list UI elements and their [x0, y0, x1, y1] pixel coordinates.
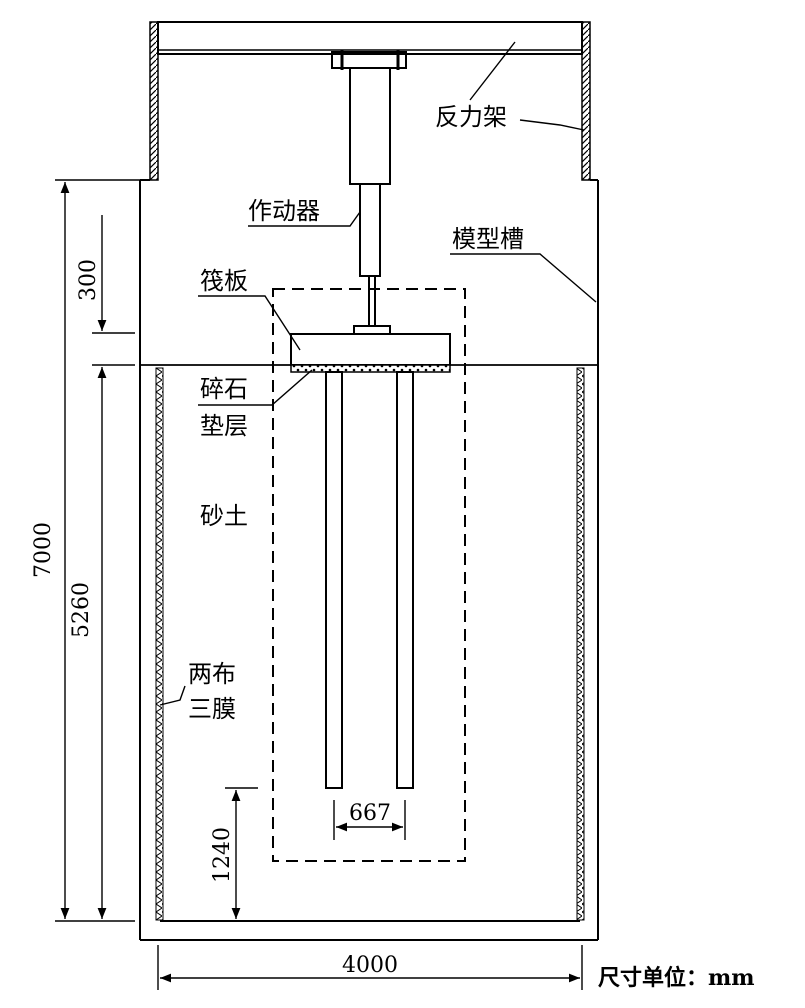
raft-plate-label: 筏板 [200, 267, 248, 295]
leader-lines [159, 41, 597, 706]
tank-width-value: 4000 [342, 953, 398, 978]
gravel-cushion-label-1: 碎石 [200, 375, 248, 403]
geomembrane-label-2: 三膜 [188, 695, 236, 723]
soil-depth-value: 5260 [69, 582, 94, 638]
pile-right [396, 371, 414, 789]
geomembrane-label-1: 两布 [188, 660, 236, 688]
pile-left [325, 371, 343, 789]
geomembrane-lining [155, 367, 585, 921]
unit-note: 尺寸单位：mm [598, 965, 755, 991]
top-gap-value: 300 [76, 259, 101, 301]
raft-plate [290, 333, 451, 366]
width-dimension [157, 945, 583, 990]
pile-spacing-dimension [333, 800, 406, 840]
model-tank-label: 模型槽 [452, 225, 524, 253]
dashed-observation-zone [272, 288, 466, 862]
total-height-value: 7000 [31, 522, 56, 578]
actuator-label: 作动器 [248, 197, 320, 225]
actuator [331, 50, 407, 335]
gravel-cushion [290, 364, 451, 373]
gravel-cushion-label-2: 垫层 [200, 412, 248, 440]
reaction-frame-label: 反力架 [435, 103, 507, 131]
dimension-lines-left [55, 179, 258, 922]
pile-spacing-value: 667 [349, 801, 391, 826]
reaction-frame [149, 21, 591, 181]
pile-tip-height-value: 1240 [210, 827, 235, 883]
sandy-soil-label: 砂土 [200, 502, 248, 530]
